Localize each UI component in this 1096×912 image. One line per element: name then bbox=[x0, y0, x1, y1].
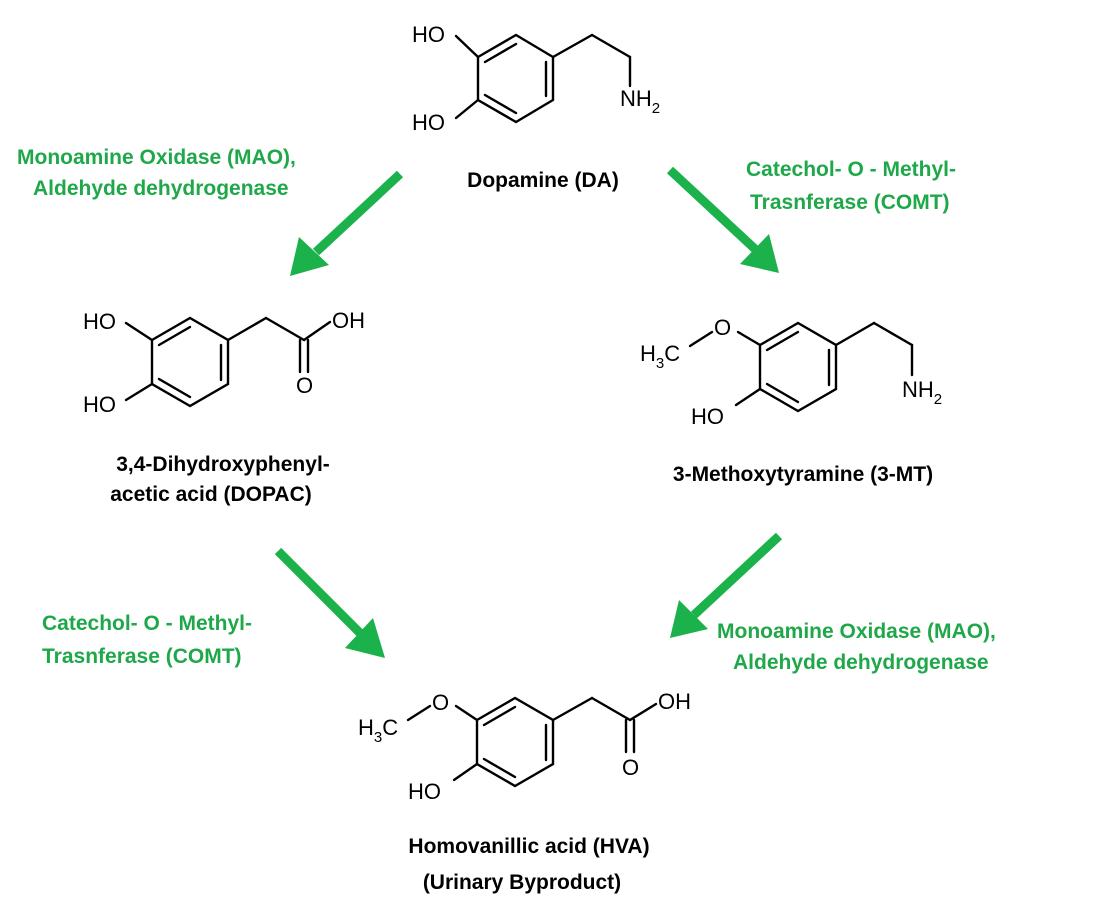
hva-byproduct-note: (Urinary Byproduct) bbox=[423, 871, 621, 894]
hva-o2: O bbox=[622, 755, 639, 780]
enzyme-label-top-right: Catechol- O - Methyl- Trasnferase (COMT) bbox=[746, 158, 956, 214]
dopamine-ho-top: HO bbox=[412, 22, 445, 47]
dopamine-ho-bottom: HO bbox=[412, 110, 445, 135]
mt-structure: O H3C HO NH2 bbox=[640, 315, 942, 429]
enzyme-top-right-line2: Trasnferase (COMT) bbox=[750, 191, 950, 214]
hva-oh: OH bbox=[658, 689, 691, 714]
dopamine-nh2: NH2 bbox=[620, 86, 660, 117]
dopac-oh: OH bbox=[332, 308, 365, 333]
enzyme-label-top-left: Monoamine Oxidase (MAO), Aldehyde dehydr… bbox=[17, 146, 296, 200]
dopac-name-line1: 3,4-Dihydroxyphenyl- bbox=[116, 453, 330, 476]
dopamine-structure: HO HO NH2 bbox=[412, 22, 660, 135]
hva-structure: O H3C HO OH O bbox=[358, 689, 691, 804]
enzyme-bottom-right-line1: Monoamine Oxidase (MAO), bbox=[717, 620, 996, 643]
enzyme-bottom-left-line2: Trasnferase (COMT) bbox=[42, 645, 242, 668]
enzyme-bottom-left-line1: Catechol- O - Methyl- bbox=[42, 612, 252, 635]
arrow-dopamine-to-mt bbox=[666, 166, 779, 273]
arrow-dopamine-to-dopac bbox=[290, 170, 404, 276]
mt-name: 3-Methoxytyramine (3-MT) bbox=[673, 463, 933, 486]
enzyme-label-bottom-right: Monoamine Oxidase (MAO), Aldehyde dehydr… bbox=[717, 620, 996, 674]
enzyme-top-left-line1: Monoamine Oxidase (MAO), bbox=[17, 146, 296, 169]
enzyme-label-bottom-left: Catechol- O - Methyl- Trasnferase (COMT) bbox=[42, 612, 252, 668]
mt-nh2: NH2 bbox=[902, 377, 942, 408]
hva-o: O bbox=[432, 690, 449, 715]
dopamine-name: Dopamine (DA) bbox=[467, 169, 619, 192]
mt-o: O bbox=[714, 315, 731, 340]
hva-h3c: H3C bbox=[358, 715, 398, 746]
enzyme-top-left-line2: Aldehyde dehydrogenase bbox=[33, 177, 289, 200]
arrow-dopac-to-hva bbox=[274, 547, 385, 658]
dopac-structure: HO HO OH O bbox=[83, 308, 365, 417]
mt-h3c: H3C bbox=[640, 341, 680, 372]
mt-ho: HO bbox=[691, 404, 724, 429]
dopac-o: O bbox=[296, 373, 313, 398]
dopac-ho-top: HO bbox=[83, 309, 116, 334]
hva-ho: HO bbox=[408, 779, 441, 804]
enzyme-bottom-right-line2: Aldehyde dehydrogenase bbox=[733, 651, 989, 674]
hva-name: Homovanillic acid (HVA) bbox=[408, 835, 649, 858]
dopac-name-line2: acetic acid (DOPAC) bbox=[110, 483, 312, 506]
enzyme-top-right-line1: Catechol- O - Methyl- bbox=[746, 158, 956, 181]
arrow-mt-to-hva bbox=[670, 532, 783, 638]
dopac-ho-bottom: HO bbox=[83, 392, 116, 417]
